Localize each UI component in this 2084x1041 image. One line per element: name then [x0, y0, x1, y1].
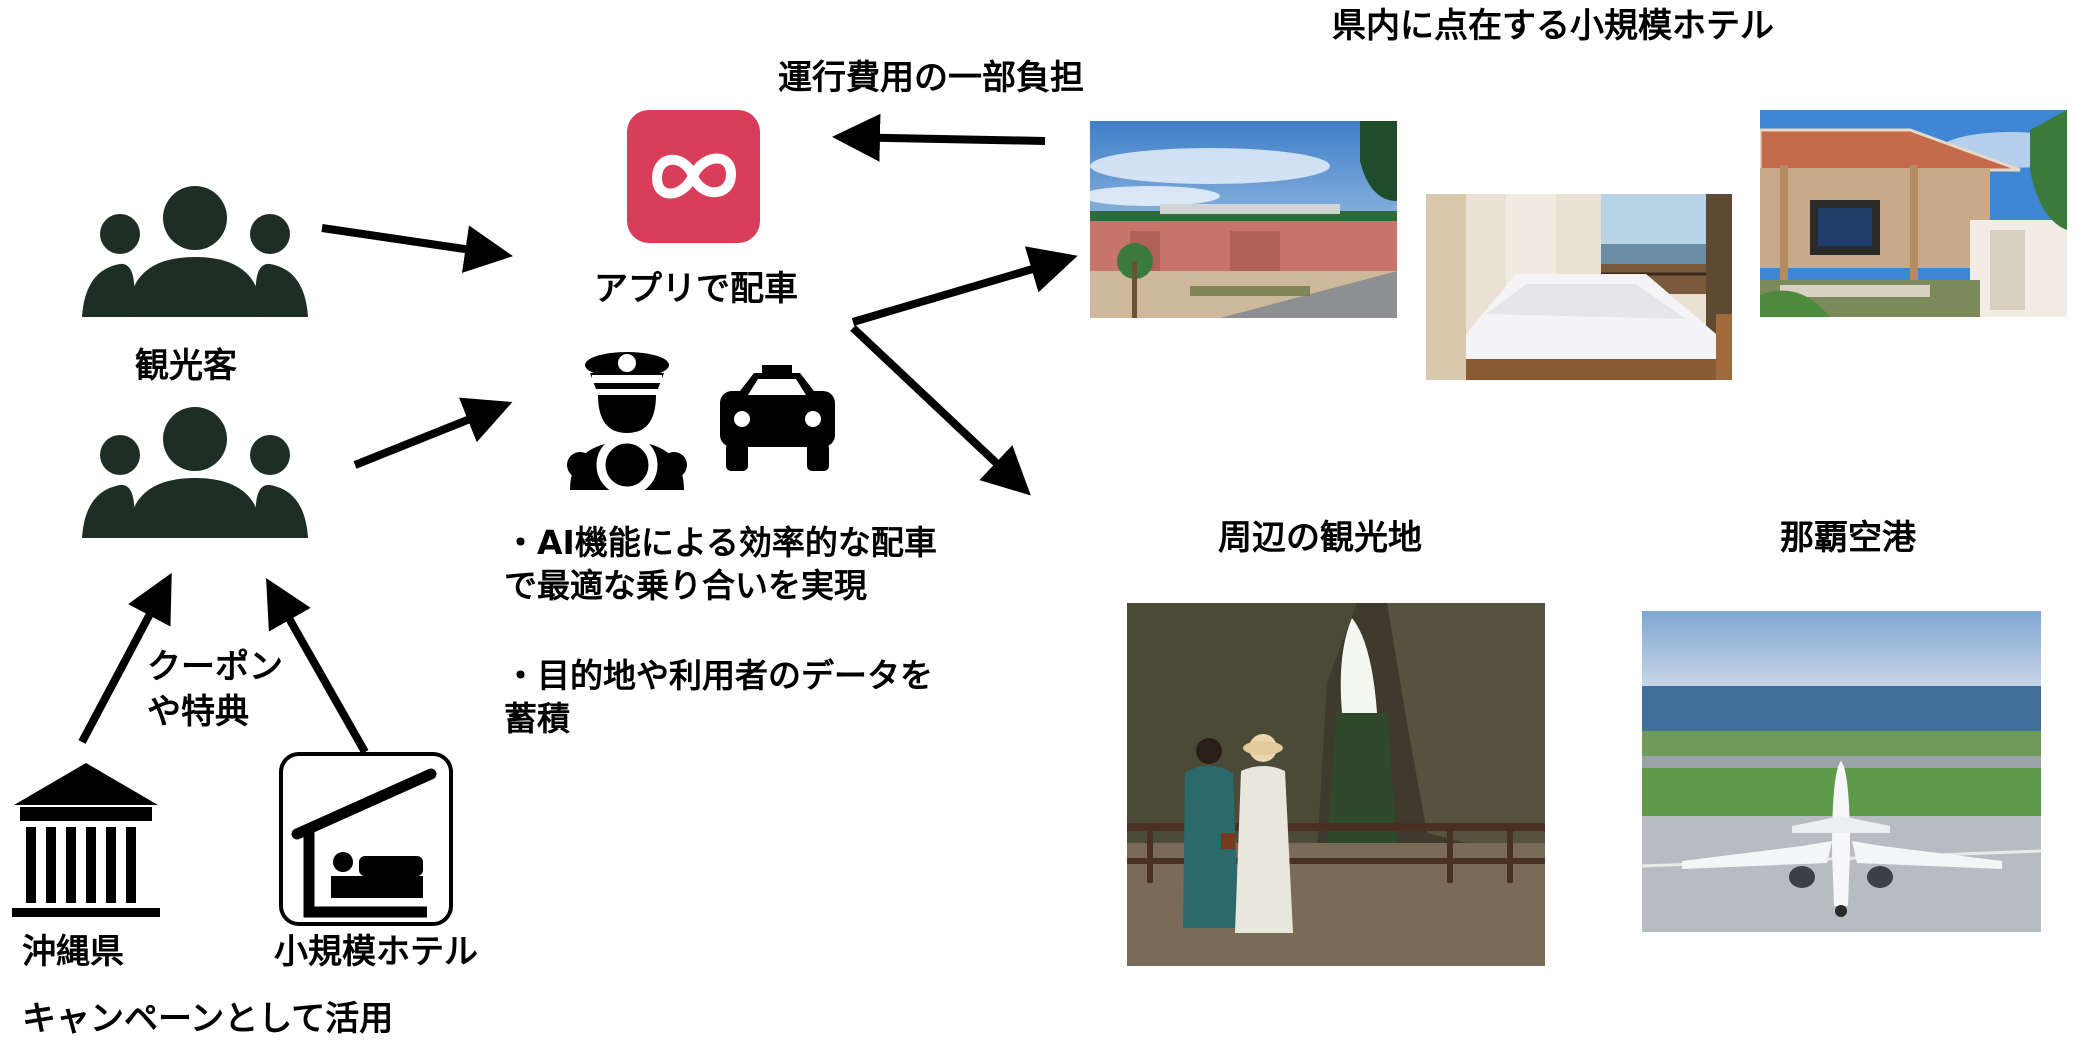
campaign-label: キャンペーンとして活用	[22, 999, 394, 1039]
taxi-driver-icon	[567, 352, 687, 490]
arrow-tourists-to-app	[321, 224, 513, 273]
data-accumulation-text-line1: ・目的地や利用者のデータを	[504, 656, 933, 695]
arrow-hotels-to-app	[832, 113, 1046, 162]
airport-airplane-photo	[1642, 611, 2041, 932]
airport-header: 那覇空港	[1780, 518, 1916, 558]
hotels-header: 県内に点在する小規模ホテル	[1332, 6, 1774, 46]
coupon-label-line1: クーポン	[147, 647, 283, 687]
taxi-car-icon	[720, 365, 835, 471]
arrow-to-sightseeing	[850, 325, 1031, 496]
people-group-icon	[82, 186, 308, 317]
people-group-icon	[82, 407, 308, 538]
app-dispatch-label: アプリで配車	[594, 269, 798, 309]
hotel-photo-villa	[1760, 110, 2067, 317]
data-accumulation-text-line2: 蓄積	[504, 699, 570, 738]
coupon-label-line2: や特典	[147, 692, 249, 732]
arrow-okinawa-to-tourists	[78, 572, 172, 744]
arrow-hotel-to-tourists	[266, 578, 369, 754]
government-building-icon	[12, 763, 160, 917]
ai-dispatch-text-line1: ・AI機能による効率的な配車	[504, 523, 937, 562]
sightseeing-cave-photo	[1127, 603, 1545, 966]
arrow-tourists-to-taxi	[353, 397, 513, 469]
hotel-photo-bedroom	[1426, 194, 1732, 380]
hotel-photo-exterior	[1090, 121, 1397, 318]
cost-share-label: 運行費用の一部負担	[778, 58, 1084, 98]
arrow-to-hotels	[851, 246, 1078, 326]
hotel-bed-icon	[279, 752, 453, 926]
small-hotel-label: 小規模ホテル	[274, 932, 478, 972]
ai-dispatch-text-line2: で最適な乗り合いを実現	[504, 566, 867, 605]
tourists-label: 観光客	[135, 346, 237, 386]
okinawa-label: 沖縄県	[22, 932, 124, 972]
sightseeing-header: 周辺の観光地	[1218, 518, 1422, 558]
infinity-app-icon	[627, 110, 760, 243]
